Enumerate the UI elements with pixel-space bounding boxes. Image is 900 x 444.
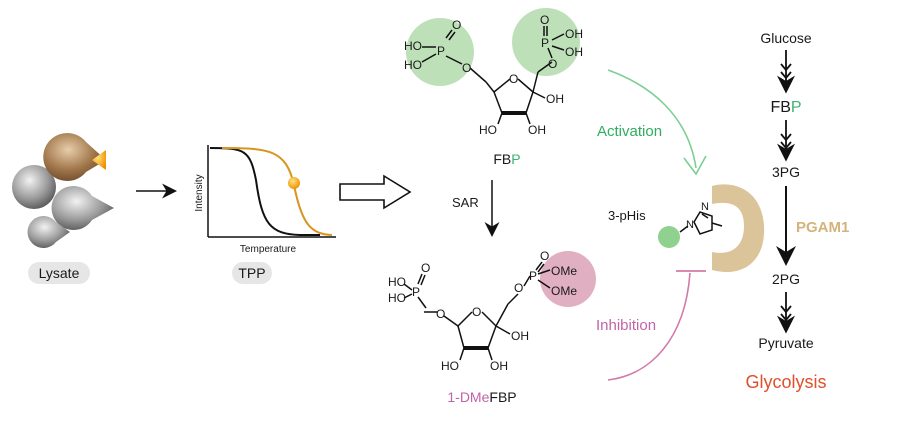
- fbp-atom-o-left-top: O: [452, 18, 461, 32]
- arrow-2pg-pyruvate-heads: [780, 305, 792, 322]
- inhibition-label: Inhibition: [596, 317, 656, 334]
- dme-atom-oh-c3: OH: [490, 359, 508, 373]
- fbp-atom-p-left: P: [437, 44, 445, 58]
- fbp-atom-ho-c4: HO: [479, 123, 497, 137]
- ligand-orange-wedge: [92, 150, 106, 170]
- pathway-glucose: Glucose: [760, 30, 812, 46]
- lysate-protein-shapes: [12, 133, 114, 248]
- fbp-atom-oh-right-2: OH: [565, 45, 583, 59]
- phosphate-highlight-right: [512, 8, 580, 76]
- dme-atom-ho-c4: HO: [441, 359, 459, 373]
- fbp-atom-ho-1: HO: [404, 39, 422, 53]
- fbp-label-prefix: FB: [493, 151, 511, 167]
- dme-atom-p-left: P: [412, 285, 420, 299]
- imidazole-ring: [679, 211, 723, 235]
- glycolysis-pathway: Glucose FBP 3PG PGAM1 2PG Pyruvate Glyco…: [745, 30, 849, 392]
- fbp-structure: HO HO P O O O O P O OH OH OH HO OH: [404, 8, 583, 137]
- glycolysis-title: Glycolysis: [745, 372, 826, 392]
- arrow-fbp-3pg-heads: [780, 133, 792, 150]
- pathway-3pg: 3PG: [772, 164, 800, 180]
- curve-unbound: [209, 147, 320, 236]
- dme-atom-oh-c2: OH: [511, 329, 529, 343]
- tpp-melting-plot: Intensity Temperature: [194, 145, 336, 255]
- fbp-atom-ho-2: HO: [404, 58, 422, 72]
- arrow-glucose-fbp-heads: [780, 63, 792, 80]
- pgam1-enzyme-shape: [712, 184, 765, 273]
- protein-brown-pacman: [43, 133, 106, 181]
- imidazole-n-2: N: [701, 201, 709, 213]
- plot-y-label: Intensity: [194, 174, 205, 211]
- dme-atom-ome-2: OMe: [551, 284, 577, 298]
- sar-label: SAR: [452, 195, 479, 210]
- activation-arrowhead: [683, 155, 707, 176]
- fbp-label-p: P: [511, 151, 520, 167]
- dme-atom-ome-1: OMe: [551, 264, 577, 278]
- activation-arrow-curve: [607, 69, 697, 169]
- ome-highlight: [540, 251, 596, 307]
- pathway-fbp-p: P: [791, 99, 802, 116]
- fbp-atom-oh-c2: OH: [546, 92, 564, 106]
- pathway-pyruvate: Pyruvate: [758, 335, 813, 351]
- phis-sphere: [658, 226, 680, 248]
- pathway-fbp-prefix: FB: [770, 99, 790, 116]
- fbp-atom-oh-right-1: OH: [565, 27, 583, 41]
- fbp-atom-o-left-link: O: [462, 61, 471, 75]
- dme-atom-p-right: P: [529, 269, 537, 283]
- fbp-atom-o-right-top: O: [540, 13, 549, 27]
- dmefbp-label-prefix: 1-DMe: [447, 389, 489, 405]
- protein-grey-pacman-2: [51, 186, 114, 231]
- lysate-pill: [28, 262, 90, 284]
- curve-ligand-bound: [221, 147, 333, 236]
- pathway-2pg: 2PG: [772, 271, 800, 287]
- pathway-fbp: FBP: [770, 99, 801, 116]
- fbp-atom-o-ring: O: [509, 72, 518, 86]
- dme-atom-ho-2: HO: [388, 291, 406, 305]
- fbp-label: FBP: [493, 151, 520, 167]
- phosphate-highlight-left: [406, 18, 474, 86]
- pathway-enzyme-pgam1: PGAM1: [796, 219, 849, 236]
- protein-blob-1: [12, 165, 56, 209]
- dme-atom-ho-1: HO: [388, 275, 406, 289]
- protein-grey-pacman-3: [27, 216, 71, 248]
- lysate-label: Lysate: [39, 265, 80, 281]
- dmefbp-structure: HO HO P O O O O P O OMe OMe OH HO OH: [388, 249, 596, 373]
- dme-atom-o-left-top: O: [421, 261, 430, 275]
- fbp-atom-p-right: P: [541, 36, 549, 50]
- activation-label: Activation: [597, 123, 662, 140]
- plot-x-label: Temperature: [240, 244, 297, 255]
- dme-atom-o-ring: O: [472, 305, 481, 319]
- tpp-pill: [232, 262, 272, 284]
- dme-atom-o-right-link: O: [514, 281, 523, 295]
- fbp-atom-o-right-link: O: [548, 57, 557, 71]
- phis-label: 3-pHis: [608, 208, 646, 223]
- dmefbp-label-suffix: FBP: [489, 389, 516, 405]
- fbp-atom-oh-c3: OH: [528, 123, 546, 137]
- dmefbp-label: 1-DMeFBP: [447, 389, 516, 405]
- inhibition-curve: [607, 272, 691, 381]
- ligand-dot: [288, 177, 300, 189]
- tpp-label: TPP: [238, 265, 265, 281]
- hollow-arrow: [339, 174, 412, 210]
- dme-atom-o-right-top: O: [540, 249, 549, 263]
- dme-atom-o-left-link: O: [436, 307, 445, 321]
- imidazole-n-1: N: [686, 219, 694, 231]
